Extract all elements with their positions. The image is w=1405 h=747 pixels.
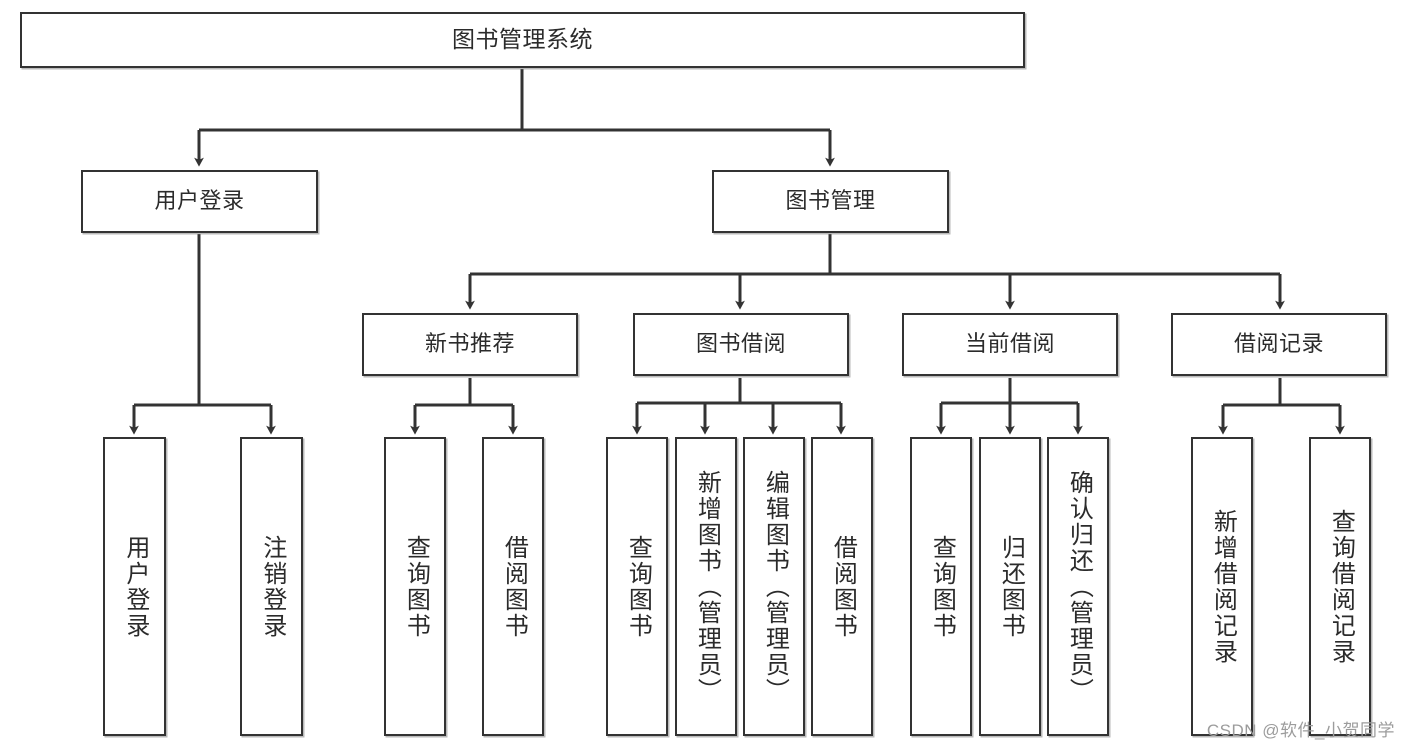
leaf-add-borrow-record[interactable]: 新增借阅记录 bbox=[1191, 437, 1253, 736]
node-label: 用户登录 bbox=[121, 534, 149, 639]
leaf-query-borrow-record[interactable]: 查询借阅记录 bbox=[1309, 437, 1371, 736]
node-label: 借阅记录 bbox=[1233, 331, 1324, 357]
node-label: 查询借阅记录 bbox=[1327, 508, 1355, 665]
node-current-borrow[interactable]: 当前借阅 bbox=[902, 313, 1118, 376]
node-user-login[interactable]: 用户登录 bbox=[81, 170, 318, 233]
watermark-text: CSDN @软件_小贺同学 bbox=[1206, 721, 1395, 740]
node-label: 编辑图书（管理员） bbox=[761, 469, 789, 704]
leaf-confirm-return-admin[interactable]: 确认归还（管理员） bbox=[1047, 437, 1109, 736]
leaf-borrow-books[interactable]: 借阅图书 bbox=[811, 437, 873, 736]
node-label: 借阅图书 bbox=[500, 534, 528, 639]
leaf-return-books[interactable]: 归还图书 bbox=[979, 437, 1041, 736]
leaf-edit-book-admin[interactable]: 编辑图书（管理员） bbox=[743, 437, 805, 736]
node-label: 归还图书 bbox=[997, 534, 1025, 639]
node-new-book-recommend[interactable]: 新书推荐 bbox=[362, 313, 578, 376]
node-label: 图书管理 bbox=[785, 188, 876, 214]
node-label: 查询图书 bbox=[624, 534, 652, 639]
node-label: 借阅图书 bbox=[829, 534, 857, 639]
node-label: 查询图书 bbox=[928, 534, 956, 639]
leaf-query-books-recommend[interactable]: 查询图书 bbox=[384, 437, 446, 736]
leaf-user-login[interactable]: 用户登录 bbox=[103, 437, 166, 736]
node-label: 确认归还（管理员） bbox=[1065, 469, 1093, 704]
leaf-query-books-current[interactable]: 查询图书 bbox=[910, 437, 972, 736]
node-label: 查询图书 bbox=[402, 534, 430, 639]
leaf-add-book-admin[interactable]: 新增图书（管理员） bbox=[675, 437, 737, 736]
node-label: 当前借阅 bbox=[964, 331, 1055, 357]
leaf-logout[interactable]: 注销登录 bbox=[240, 437, 303, 736]
node-label: 用户登录 bbox=[154, 188, 245, 214]
node-book-borrow[interactable]: 图书借阅 bbox=[633, 313, 849, 376]
node-label: 新增图书（管理员） bbox=[693, 469, 721, 704]
node-label: 新书推荐 bbox=[424, 331, 515, 357]
node-borrow-records[interactable]: 借阅记录 bbox=[1171, 313, 1387, 376]
leaf-borrow-books-recommend[interactable]: 借阅图书 bbox=[482, 437, 544, 736]
node-label: 图书管理系统 bbox=[452, 26, 593, 53]
node-root-system[interactable]: 图书管理系统 bbox=[20, 12, 1025, 68]
node-book-management[interactable]: 图书管理 bbox=[712, 170, 949, 233]
leaf-query-books-borrow[interactable]: 查询图书 bbox=[606, 437, 668, 736]
node-label: 图书借阅 bbox=[695, 331, 786, 357]
node-label: 新增借阅记录 bbox=[1209, 508, 1237, 665]
node-label: 注销登录 bbox=[258, 534, 286, 639]
